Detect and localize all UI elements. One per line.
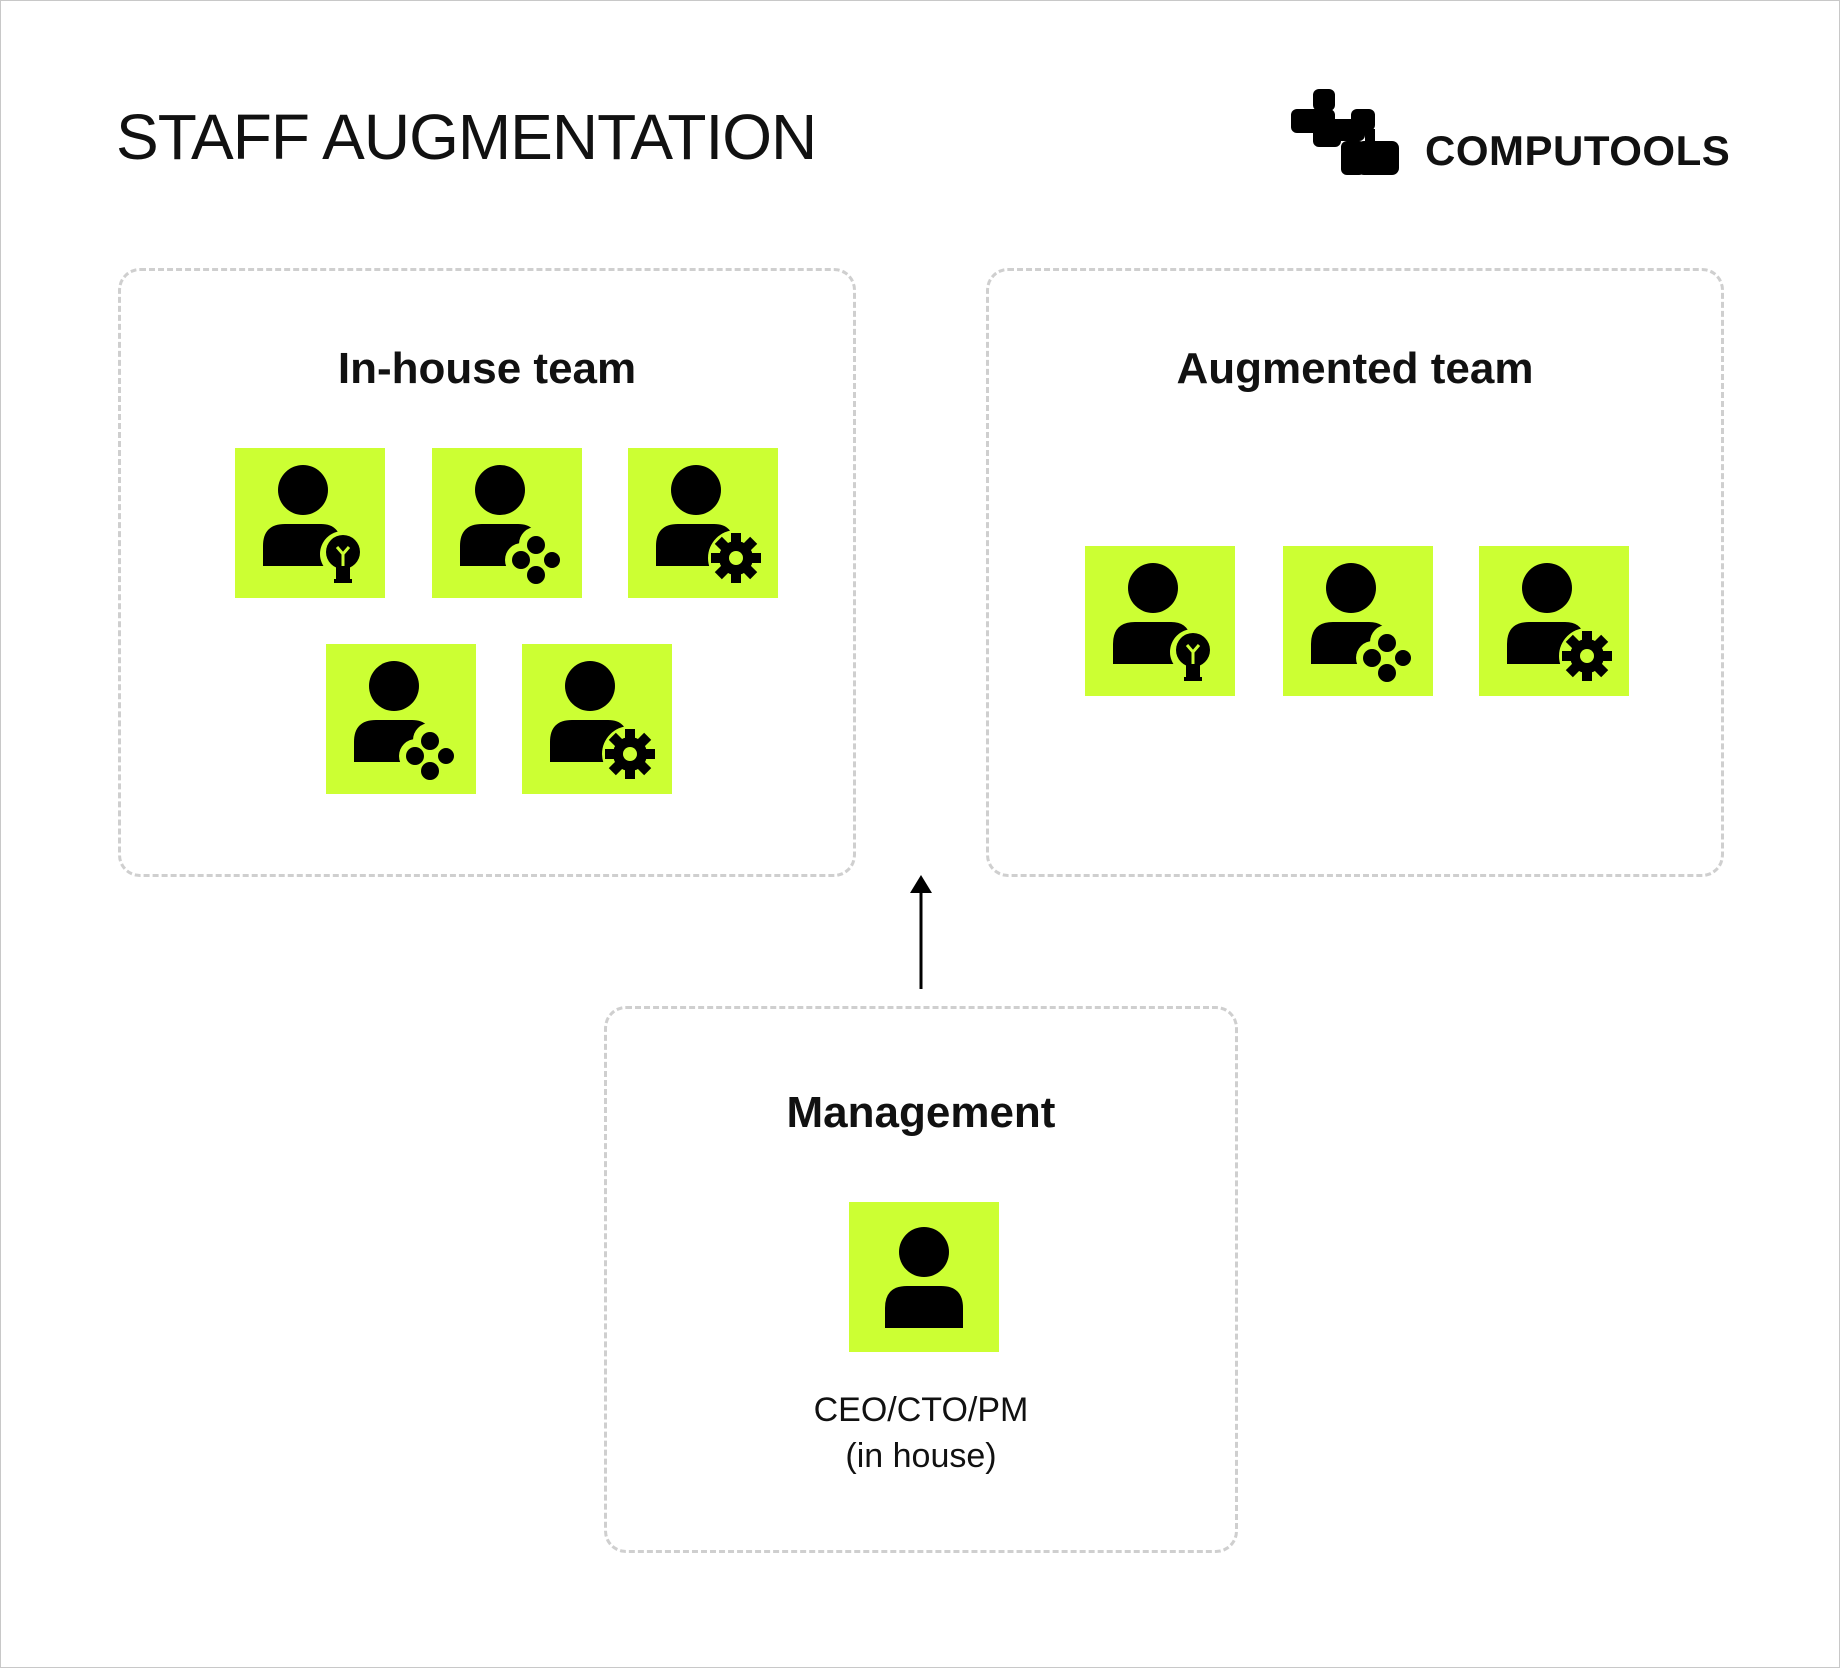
person-nodes-icon bbox=[326, 644, 476, 794]
in-house-member-1 bbox=[235, 448, 385, 598]
management-role-line-1: CEO/CTO/PM bbox=[813, 1391, 1029, 1429]
management-member bbox=[849, 1202, 999, 1352]
person-lightbulb-icon bbox=[1085, 546, 1235, 696]
augmented-team-group: Augmented team bbox=[986, 268, 1724, 877]
in-house-team-group: In-house team bbox=[118, 268, 856, 877]
person-icon bbox=[885, 1227, 963, 1328]
in-house-member-2 bbox=[432, 448, 582, 598]
person-nodes-icon bbox=[432, 448, 582, 598]
person-gear-icon bbox=[1479, 546, 1629, 696]
computools-logo-icon bbox=[1291, 89, 1399, 175]
in-house-member-4 bbox=[326, 644, 476, 794]
augmented-member-1 bbox=[1085, 546, 1235, 696]
in-house-team-title: In-house team bbox=[337, 344, 637, 393]
person-gear-icon bbox=[522, 644, 672, 794]
augmented-team-title: Augmented team bbox=[1176, 344, 1534, 393]
in-house-member-3 bbox=[628, 448, 778, 598]
in-house-member-5 bbox=[522, 644, 672, 794]
person-lightbulb-icon bbox=[235, 448, 385, 598]
arrow-up-icon bbox=[910, 875, 932, 989]
page-title: STAFF AUGMENTATION bbox=[116, 101, 817, 173]
brand-logo: COMPUTOOLS bbox=[1291, 89, 1730, 175]
person-gear-icon bbox=[628, 448, 778, 598]
management-title: Management bbox=[786, 1088, 1056, 1137]
augmented-member-3 bbox=[1479, 546, 1629, 696]
person-nodes-icon bbox=[1283, 546, 1433, 696]
management-role-line-2: (in house) bbox=[845, 1437, 997, 1475]
augmented-member-2 bbox=[1283, 546, 1433, 696]
brand-name: COMPUTOOLS bbox=[1425, 127, 1731, 174]
management-group: Management CEO/CTO/PM (in house) bbox=[604, 1006, 1238, 1553]
